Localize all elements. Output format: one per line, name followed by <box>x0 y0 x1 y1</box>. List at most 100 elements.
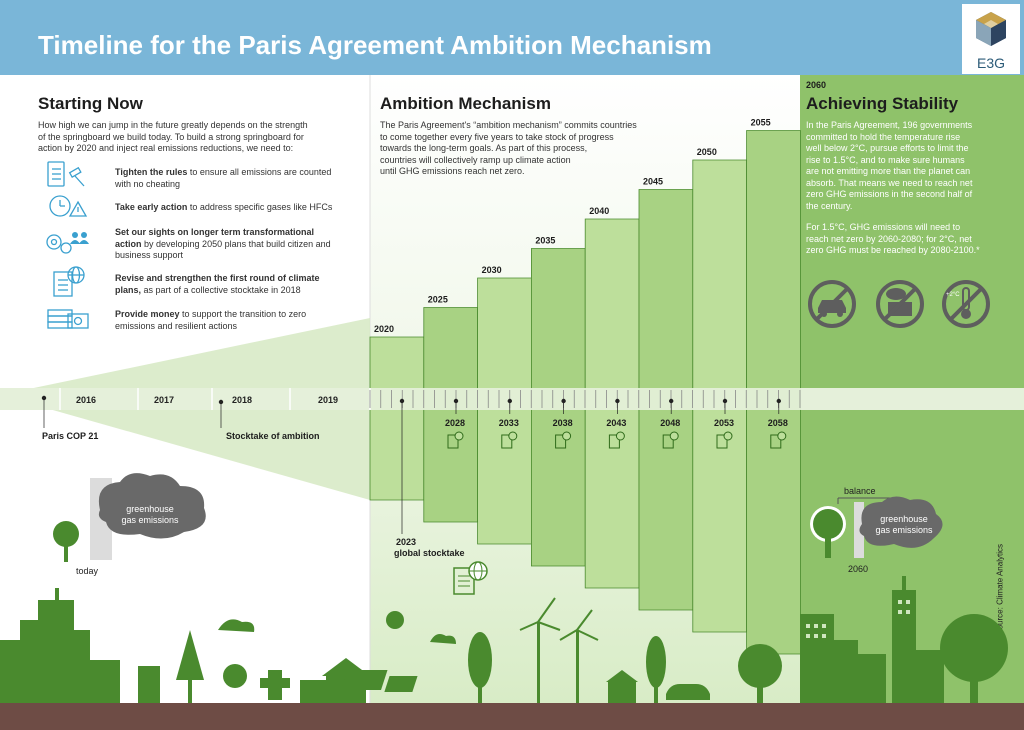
stocktake-globe-icon <box>615 431 625 441</box>
header-bar <box>0 0 1024 75</box>
global-stocktake-label: global stocktake <box>394 548 465 558</box>
stocktake-document-icon <box>501 434 513 449</box>
cloud-line: gas emissions <box>875 525 933 535</box>
stocktake-document-icon <box>716 434 728 449</box>
year-2016: 2016 <box>76 395 97 405</box>
action-rest: as part of a collective stocktake in 201… <box>141 284 301 295</box>
landscape-silhouette <box>0 576 1008 704</box>
stocktake-year: 2048 <box>660 418 680 428</box>
intro-line: countries will collectively ramp up clim… <box>380 154 571 165</box>
page-title: Timeline for the Paris Agreement Ambitio… <box>38 30 712 60</box>
ambition-step <box>423 307 479 523</box>
action-bold: Provide money <box>115 309 180 319</box>
ambition-step-year: 2050 <box>697 147 717 157</box>
future-cloud-label: greenhouse gas emissions <box>862 514 946 536</box>
intro-line: How high we can jump in the future great… <box>38 120 308 130</box>
stocktake-document-icon <box>447 434 459 449</box>
alarm-clock-warning-icon <box>49 195 88 217</box>
global-stocktake-year: 2023 <box>396 537 417 547</box>
action-item-tighten-rules: Tighten the rules to ensure all emission… <box>115 167 340 190</box>
stocktake-document-icon <box>608 434 620 449</box>
cloud-line: gas emissions <box>121 515 179 525</box>
today-label: today <box>76 566 99 576</box>
stocktake-year: 2028 <box>445 418 465 428</box>
text-line: well below 2°C, pursue efforts to limit … <box>806 143 969 153</box>
cloud-line: greenhouse <box>126 504 174 514</box>
stocktake-year: 2053 <box>714 418 734 428</box>
intro-line: of the springboard we build today. To bu… <box>38 131 304 142</box>
text-line: For 1.5°C, GHG emissions will need to <box>806 222 961 232</box>
text-line: are not emitting more than the planet ca… <box>806 166 971 176</box>
stocktake-document-icon <box>770 434 782 449</box>
no-thermometer-icon <box>942 280 990 328</box>
balance-label: balance <box>844 486 876 496</box>
thermometer-label: +2°C <box>946 292 960 298</box>
ambition-title: Ambition Mechanism <box>380 94 551 113</box>
paris-cop21-label: Paris COP 21 <box>42 431 99 441</box>
today-emissions-graphic <box>53 473 206 562</box>
today-cloud-label: greenhouse gas emissions <box>100 504 200 526</box>
stability-paragraph-2: For 1.5°C, GHG emissions will need to re… <box>806 222 1016 257</box>
ambition-step-year: 2030 <box>482 265 502 275</box>
stocktake-year: 2058 <box>768 418 788 428</box>
intro-line: The Paris Agreement's “ambition mechanis… <box>380 120 637 130</box>
global-stocktake-document-icon <box>453 561 488 595</box>
stocktake-year: 2043 <box>606 418 626 428</box>
stocktake-globe-icon <box>723 431 733 441</box>
text-line: zero GHG must be reached by 2080-2100.* <box>806 245 980 255</box>
intro-line: until GHG emissions reach net zero. <box>380 166 525 176</box>
stability-title: Achieving Stability <box>806 94 959 113</box>
money-stack-icon <box>47 309 89 329</box>
action-item-early-action: Take early action to address specific ga… <box>115 202 355 214</box>
ambition-step-year: 2040 <box>589 206 609 216</box>
ground-strip <box>0 703 1024 730</box>
no-car-icon <box>808 280 856 328</box>
balance-graphic <box>810 496 943 558</box>
ambition-step-year: 2035 <box>535 236 555 246</box>
action-bold: Tighten the rules <box>115 167 188 177</box>
text-line: In the Paris Agreement, 196 governments <box>806 120 973 130</box>
logo <box>962 4 1020 74</box>
text-line: reach net zero by 2060-2080; for 2°C, ne… <box>806 233 972 244</box>
action-bold: Set our sights on longer term transforma… <box>115 227 315 249</box>
stocktake-of-ambition-label: Stocktake of ambition <box>226 431 320 441</box>
stocktake-globe-icon <box>454 431 464 441</box>
text-line: absorb. That means we need to reach net <box>806 177 973 188</box>
action-rest: to address specific gases like HFCs <box>187 202 333 212</box>
ambition-intro: The Paris Agreement's “ambition mechanis… <box>380 120 670 178</box>
stocktake-globe-icon <box>562 431 572 441</box>
cloud-line: greenhouse <box>880 514 928 524</box>
action-item-long-term: Set our sights on longer term transforma… <box>115 227 335 262</box>
balance-year-label: 2060 <box>848 564 869 574</box>
year-2017: 2017 <box>154 395 175 405</box>
text-line: zero GHG emissions in the second half of <box>806 189 973 199</box>
action-bold: Take early action <box>115 202 188 212</box>
ambition-step-year: 2045 <box>643 177 663 187</box>
logo-hexagon-icon <box>976 12 1006 46</box>
logo-text: E3G <box>976 55 1005 71</box>
text-line: the century. <box>806 200 853 211</box>
ambition-step <box>369 336 425 501</box>
action-item-provide-money: Provide money to support the transition … <box>115 309 315 332</box>
gears-people-icon <box>46 232 89 254</box>
stocktake-globe-icon <box>669 431 679 441</box>
intro-line: to come together every five years to tak… <box>380 131 614 142</box>
starting-now-title: Starting Now <box>38 94 143 113</box>
stability-year-label: 2060 <box>806 80 827 90</box>
text-line: rise to 1.5°C, and to make sure humans <box>806 154 965 165</box>
action-rest: by developing 2050 plans that build citi… <box>115 238 331 261</box>
stocktake-globe-icon <box>508 431 518 441</box>
right-city-buildings <box>800 576 1008 704</box>
no-factory-icon <box>876 280 924 328</box>
action-rest: to support the transition to zero emissi… <box>115 309 307 331</box>
text-line: committed to hold the temperature rise <box>806 131 961 142</box>
clipboard-gavel-icon <box>47 161 85 187</box>
year-2019: 2019 <box>318 395 339 405</box>
action-bold: Revise and strengthen the first round of… <box>115 273 320 295</box>
right-city-windows <box>806 600 910 638</box>
document-globe-icon <box>53 266 85 297</box>
stocktake-document-icon <box>555 434 567 449</box>
ambition-step-year: 2055 <box>751 118 771 128</box>
stocktake-document-icon <box>662 434 674 449</box>
